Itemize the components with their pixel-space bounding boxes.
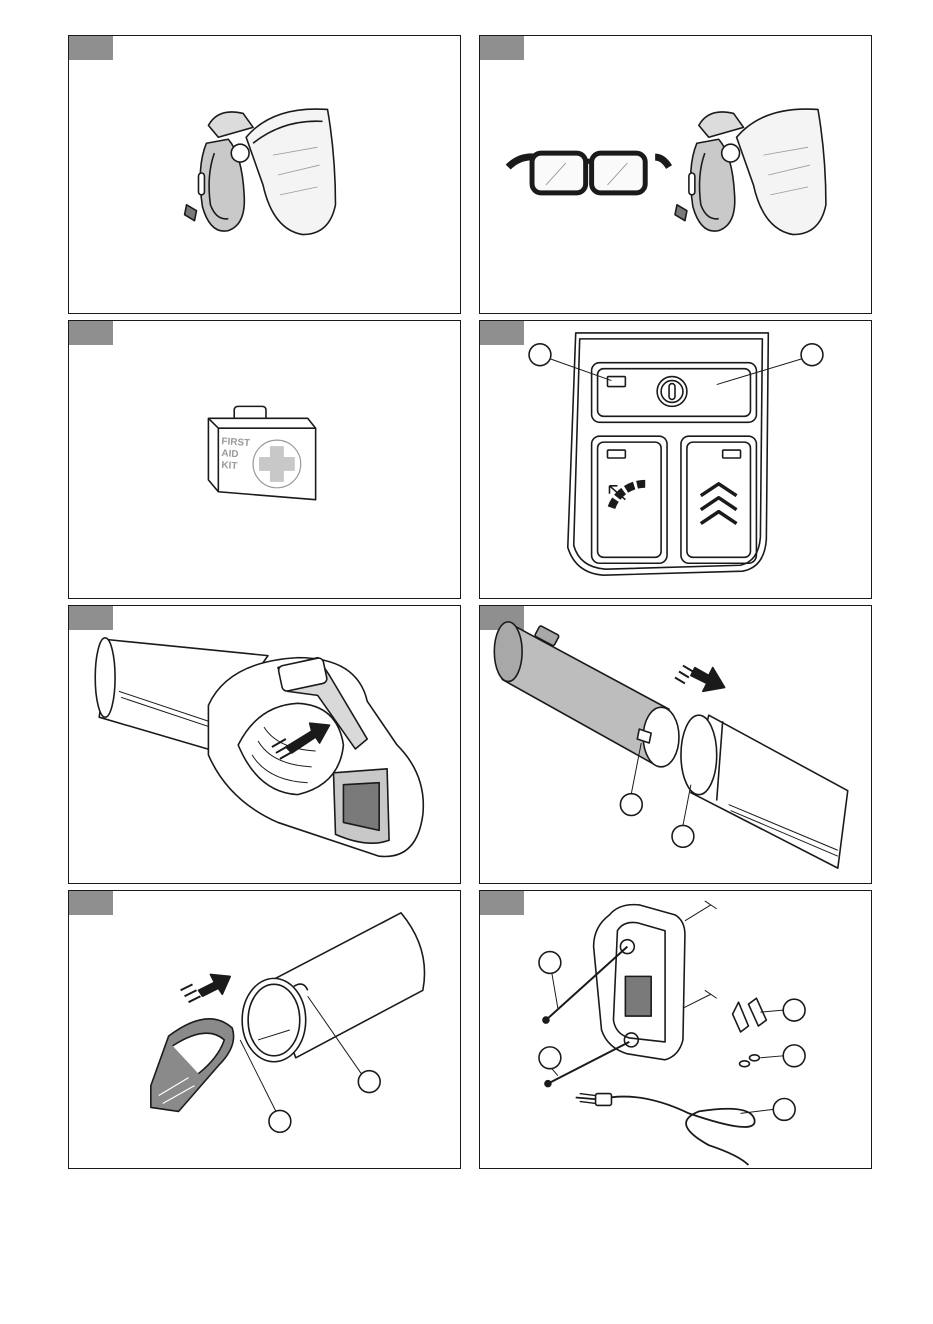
panel-blower-operation: [68, 605, 461, 884]
kit-label-line3: KIT: [221, 460, 238, 472]
blower-illustration: [69, 606, 460, 883]
panel-wall-mount-accessories: [479, 890, 872, 1169]
control-panel-illustration: [480, 321, 871, 598]
first-aid-kit-illustration: FIRST AID KIT: [69, 321, 460, 598]
panel-tube-assembly: [479, 605, 872, 884]
nozzle-attachment-illustration: [69, 891, 460, 1168]
panel-hearing-face-protection: [68, 35, 461, 314]
safety-glasses-illustration: [480, 36, 871, 313]
panel-nozzle-attachment: [68, 890, 461, 1169]
kit-label-line1: FIRST: [221, 436, 250, 449]
tube-assembly-illustration: [480, 606, 871, 883]
kit-label-line2: AID: [221, 448, 239, 460]
wall-mount-illustration: [480, 891, 871, 1168]
panel-first-aid-kit: FIRST AID KIT: [68, 320, 461, 599]
panel-eye-protection: [479, 35, 872, 314]
panel-control-panel: [479, 320, 872, 599]
ear-muffs-face-shield-illustration: [69, 36, 460, 313]
